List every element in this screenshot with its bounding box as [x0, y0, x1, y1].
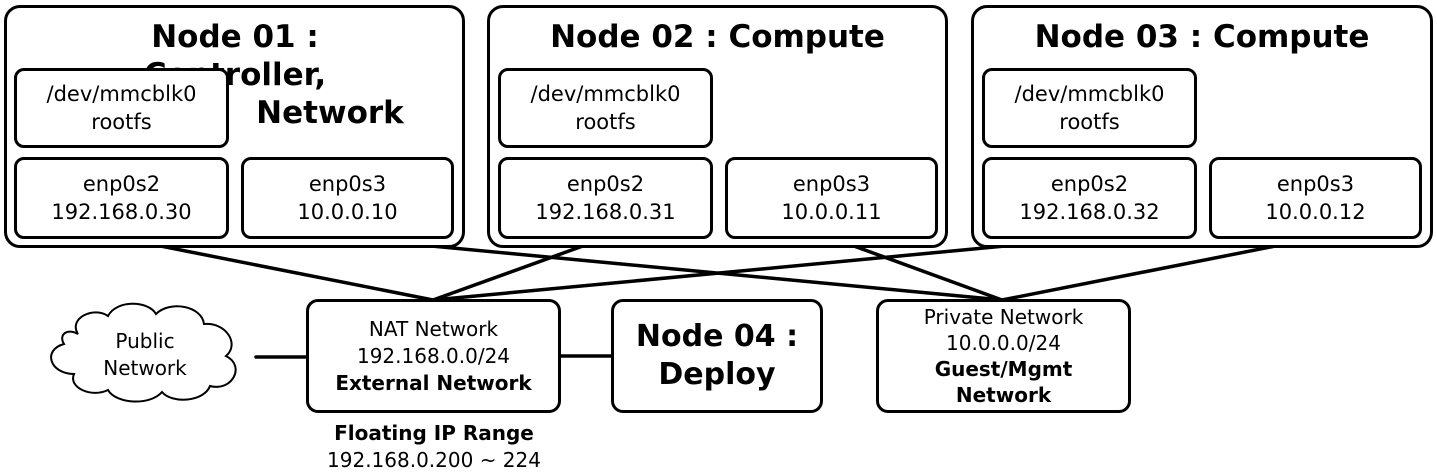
floating-ip-label: Floating IP Range	[334, 421, 534, 445]
nic-name: enp0s3	[308, 172, 387, 196]
node-03-title: Node 03 : Compute	[971, 18, 1433, 56]
nat-network-role: External Network	[335, 370, 532, 395]
nic-ip: 192.168.0.32	[1019, 200, 1160, 224]
public-network-label: Public Network	[70, 328, 220, 382]
nic-ip: 10.0.0.11	[781, 200, 882, 224]
nic-name: enp0s2	[566, 172, 645, 196]
storage-device: /dev/mmcblk0	[530, 82, 681, 106]
link-node01-enp0s3-private	[345, 236, 1004, 302]
floating-ip-value: 192.168.0.200 ~ 224	[327, 448, 541, 472]
private-network-name: Private Network	[923, 305, 1084, 329]
deploy-line2: Deploy	[658, 357, 776, 392]
node-02-nic-enp0s2: enp0s2 192.168.0.31	[498, 157, 713, 239]
storage-device: /dev/mmcblk0	[1014, 82, 1165, 106]
nic-name: enp0s3	[792, 172, 871, 196]
node-01-title-line2: Network	[256, 95, 404, 131]
link-node02-enp0s3-private	[830, 236, 1004, 302]
nic-ip: 192.168.0.30	[51, 200, 192, 224]
node-03-storage: /dev/mmcblk0 rootfs	[982, 68, 1197, 148]
nic-ip: 10.0.0.10	[297, 200, 398, 224]
nic-name: enp0s3	[1276, 172, 1355, 196]
public-network-cloud	[50, 302, 237, 403]
nic-ip: 192.168.0.31	[535, 200, 676, 224]
private-network-role-line2: Network	[955, 383, 1052, 407]
node-02-title-line1: Node 02 : Compute	[550, 19, 885, 55]
public-network-line1: Public	[115, 329, 175, 353]
private-network: Private Network 10.0.0.0/24 Guest/Mgmt N…	[876, 299, 1131, 413]
node-03-title-line1: Node 03 : Compute	[1034, 19, 1370, 55]
node-01-nic-enp0s2: enp0s2 192.168.0.30	[14, 157, 229, 239]
node-02-storage: /dev/mmcblk0 rootfs	[498, 68, 713, 148]
link-node02-enp0s2-nat	[431, 236, 607, 302]
nat-network-cidr: 192.168.0.0/24	[356, 343, 511, 368]
private-network-role-line1: Guest/Mgmt	[934, 357, 1073, 381]
storage-fs: rootfs	[575, 110, 636, 134]
nat-network-name: NAT Network	[368, 316, 499, 341]
nat-network: NAT Network 192.168.0.0/24 External Netw…	[306, 299, 561, 413]
node-01-title: Node 01 : Controller, Network	[60, 18, 410, 132]
node-03-nic-enp0s2: enp0s2 192.168.0.32	[982, 157, 1197, 239]
node-02-title: Node 02 : Compute	[487, 18, 948, 56]
floating-ip-range: Floating IP Range 192.168.0.200 ~ 224	[284, 420, 584, 474]
nic-name: enp0s2	[82, 172, 161, 196]
private-network-cidr: 10.0.0.0/24	[946, 331, 1061, 355]
nic-name: enp0s2	[1050, 172, 1129, 196]
storage-device: /dev/mmcblk0	[46, 82, 197, 106]
node-03-nic-enp0s3: enp0s3 10.0.0.12	[1209, 157, 1422, 239]
public-network-line2: Network	[103, 356, 187, 380]
node-01-nic-enp0s3: enp0s3 10.0.0.10	[241, 157, 454, 239]
link-node03-enp0s3-private	[1000, 236, 1318, 302]
node-02-nic-enp0s3: enp0s3 10.0.0.11	[725, 157, 938, 239]
node-01-storage: /dev/mmcblk0 rootfs	[14, 68, 229, 148]
storage-fs: rootfs	[1059, 110, 1120, 134]
link-node03-enp0s2-nat	[431, 236, 1092, 302]
deploy-line1: Node 04 :	[635, 319, 799, 354]
nic-ip: 10.0.0.12	[1265, 200, 1366, 224]
link-node01-enp0s2-nat	[118, 236, 435, 302]
storage-fs: rootfs	[91, 110, 152, 134]
node-04-deploy: Node 04 : Deploy	[611, 299, 823, 413]
